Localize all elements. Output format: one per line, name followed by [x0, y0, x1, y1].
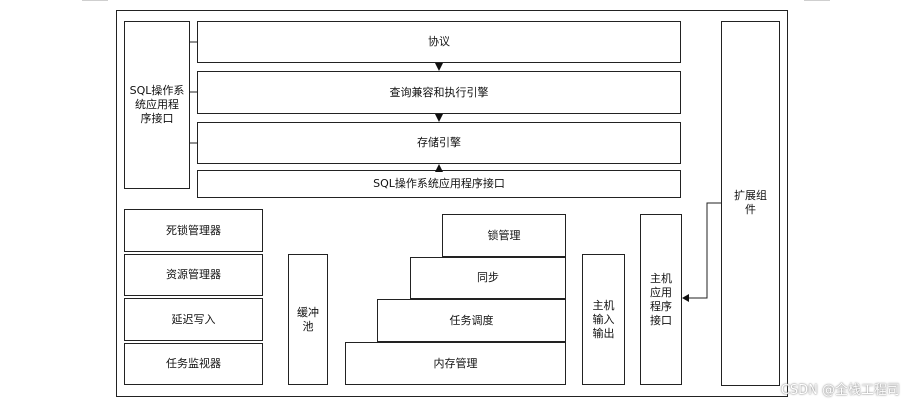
- sqlos-architecture-frame: [116, 10, 788, 397]
- lazy-writer-box: 延迟写入: [124, 298, 263, 341]
- sql-os-api-bottom-box: SQL操作系统应用程序接口: [197, 170, 681, 198]
- protocol-box: 协议: [197, 21, 681, 63]
- host-io-box: 主机 输入 输出: [582, 254, 625, 385]
- top-edge-line-left: [82, 0, 108, 1]
- host-api-box: 主机 应用 程序 接口: [640, 214, 682, 385]
- lock-manager-box: 锁管理: [442, 214, 566, 257]
- task-scheduler-box: 任务调度: [377, 299, 566, 342]
- buffer-pool-box: 缓冲 池: [288, 254, 328, 385]
- top-edge-line-right: [804, 0, 830, 1]
- task-monitor-box: 任务监视器: [124, 343, 263, 385]
- storage-engine-box: 存储引擎: [197, 122, 681, 164]
- watermark-text: CSDN @全栈工程司: [780, 383, 900, 398]
- sql-os-api-left-box: SQL操作系 统应用程 序接口: [124, 21, 190, 189]
- memory-manager-box: 内存管理: [345, 342, 566, 385]
- extension-components-box: 扩展组 件: [721, 21, 780, 386]
- resource-manager-box: 资源管理器: [124, 254, 263, 296]
- deadlock-manager-box: 死锁管理器: [124, 209, 263, 252]
- sync-box: 同步: [410, 257, 566, 299]
- query-engine-box: 查询兼容和执行引擎: [197, 71, 681, 114]
